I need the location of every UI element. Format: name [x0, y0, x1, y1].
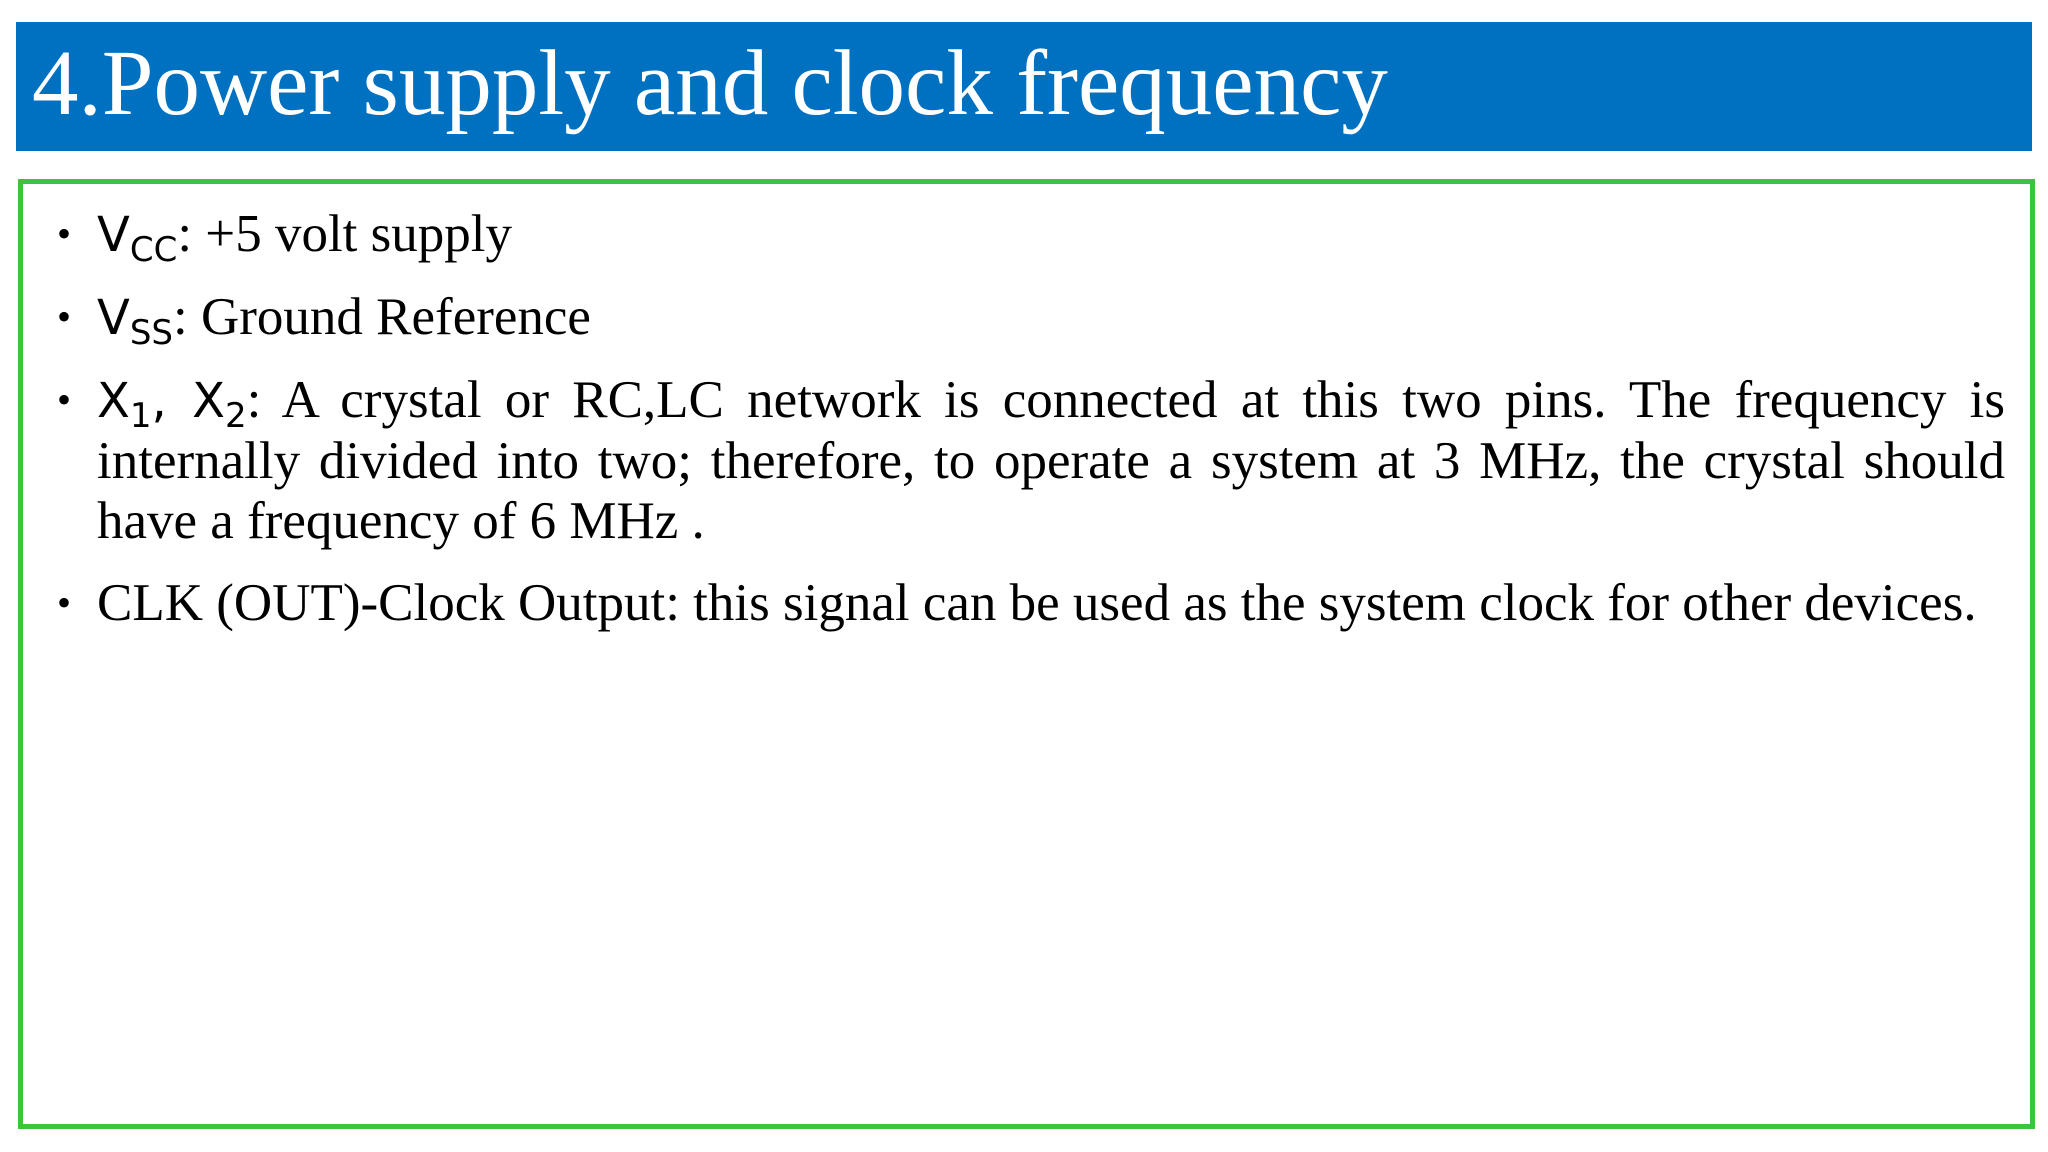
bullet-item-vcc: • VCC: +5 volt supply	[57, 204, 2005, 267]
bullet-icon: •	[57, 580, 72, 625]
slide-title: 4.Power supply and clock frequency	[32, 32, 1388, 135]
bullet-list: • VCC: +5 volt supply • VSS: Ground Refe…	[57, 204, 2005, 655]
bullet-icon: •	[57, 294, 72, 339]
vss-description: : Ground Reference	[173, 288, 591, 346]
vcc-subscript: CC	[129, 230, 178, 270]
bullet-item-x1-x2: • X1, X2: A crystal or RC,LC network is …	[57, 370, 2005, 551]
x1-x2-description: : A crystal or RC,LC network is connecte…	[97, 371, 2005, 550]
vcc-description: : +5 volt supply	[177, 205, 512, 263]
x1-subscript: 1	[129, 396, 152, 436]
vss-subscript: SS	[129, 313, 174, 353]
vss-symbol: V	[97, 290, 130, 346]
bullet-icon: •	[57, 211, 72, 256]
x2-subscript: 2	[224, 396, 247, 436]
bullet-icon: •	[57, 377, 72, 422]
x-separator: ,	[151, 373, 193, 429]
vcc-symbol: V	[97, 207, 130, 263]
x2-symbol: X	[192, 373, 225, 429]
content-box: • VCC: +5 volt supply • VSS: Ground Refe…	[18, 179, 2035, 1129]
clk-out-description: CLK (OUT)-Clock Output: this signal can …	[97, 574, 1977, 632]
bullet-item-vss: • VSS: Ground Reference	[57, 287, 2005, 350]
title-bar: 4.Power supply and clock frequency	[16, 22, 2032, 151]
bullet-item-clk-out: • CLK (OUT)-Clock Output: this signal ca…	[57, 573, 2005, 633]
x1-symbol: X	[97, 373, 130, 429]
